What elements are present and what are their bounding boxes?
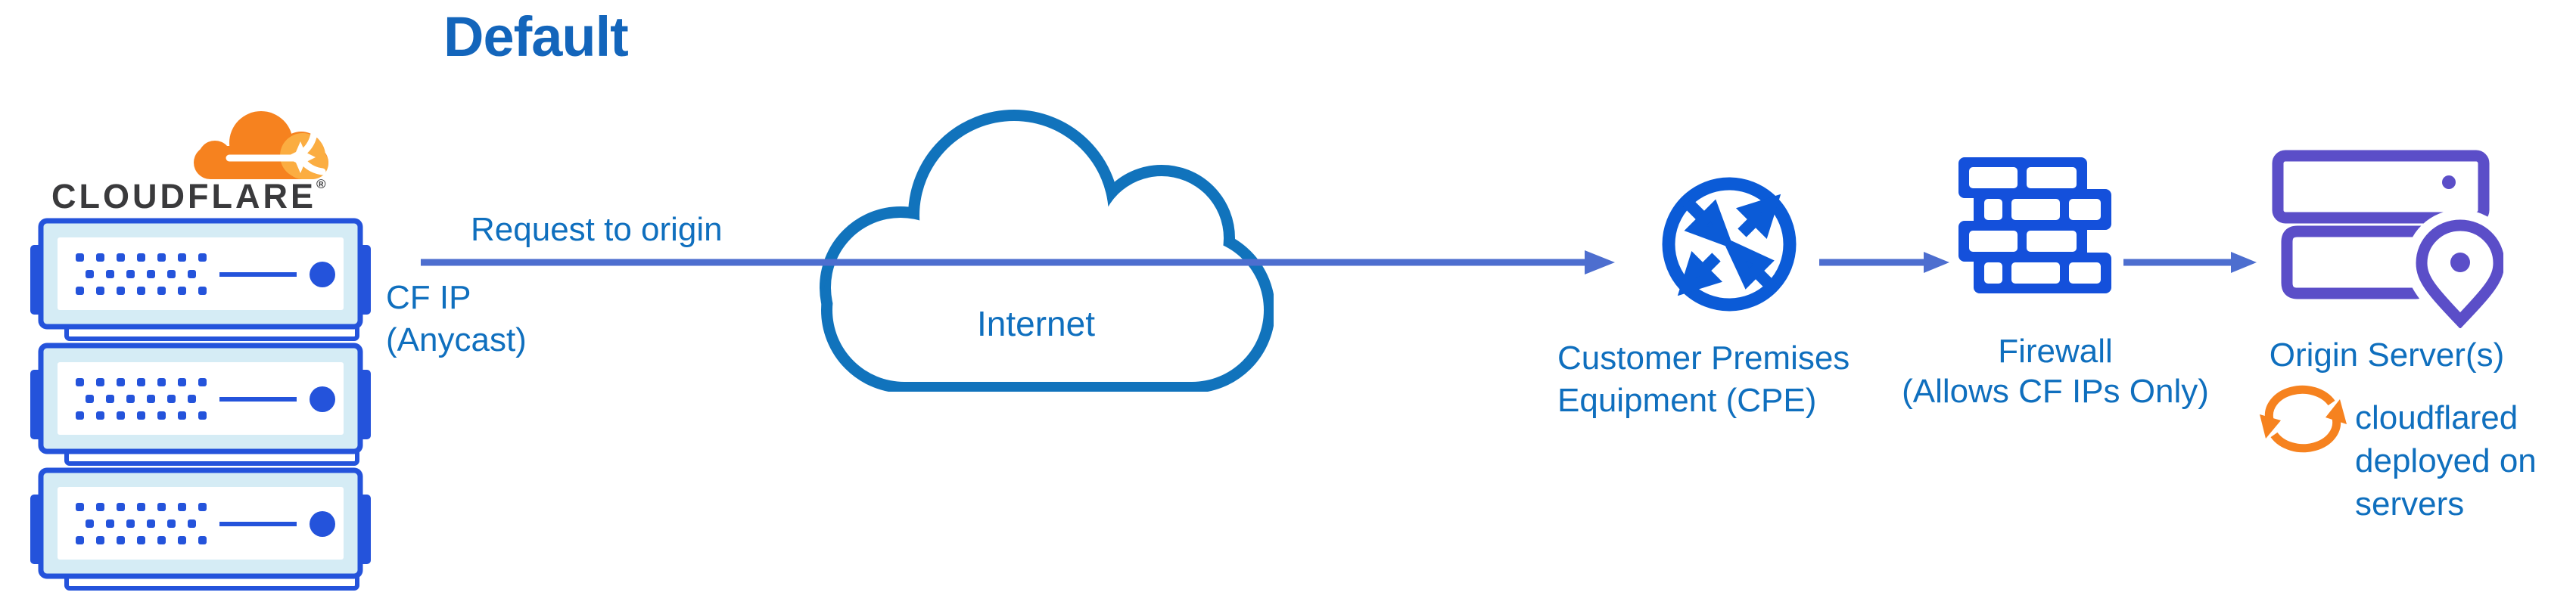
cpe-to-firewall-arrow-icon [1819, 252, 1949, 273]
request-to-origin-label: Request to origin [471, 209, 723, 251]
registered-mark: ® [316, 177, 326, 191]
request-arrow-icon [421, 250, 1615, 274]
firewall-to-origin-arrow-icon [2123, 252, 2257, 273]
firewall-label: Firewall (Allows CF IPs Only) [1902, 331, 2209, 411]
edge-server-icon [30, 218, 371, 345]
cloudflared-sync-icon [2260, 385, 2347, 453]
cloudflare-cloud-icon [194, 111, 328, 179]
cloudflared-label-line3: servers [2355, 485, 2465, 523]
cf-ip-anycast-label: CF IP (Anycast) [386, 277, 527, 361]
firewall-label-line2: (Allows CF IPs Only) [1902, 373, 2209, 410]
request-to-origin-text: Request to origin [471, 211, 723, 248]
edge-server-icon [30, 343, 371, 470]
anycast-text: (Anycast) [386, 321, 527, 358]
cpe-label-line1: Customer Premises [1557, 340, 1850, 377]
firewall-label-line1: Firewall [1998, 333, 2113, 370]
cpe-label: Customer Premises Equipment (CPE) [1557, 337, 1850, 422]
internet-label-text: Internet [977, 304, 1095, 343]
cf-ip-text: CF IP [386, 279, 471, 316]
internet-label: Internet [977, 302, 1095, 345]
diagram-title: Default [443, 5, 629, 68]
firewall-icon [1958, 157, 2111, 293]
cpe-label-line2: Equipment (CPE) [1557, 382, 1817, 419]
origin-servers-label: Origin Server(s) [2270, 334, 2505, 377]
edge-server-icon [30, 467, 371, 594]
internet-cloud-icon [820, 110, 1274, 392]
origin-servers-label-text: Origin Server(s) [2269, 336, 2505, 374]
cloudflared-label-line1: cloudflared [2355, 399, 2518, 436]
cloudflare-wordmark-text: CLOUDFLARE [51, 177, 316, 216]
cpe-icon [1662, 177, 1797, 312]
cloudflare-wordmark: CLOUDFLARE® [51, 177, 326, 216]
cloudflared-label: cloudflared deployed on servers [2355, 396, 2537, 526]
origin-servers-icon [2272, 150, 2503, 328]
cloudflared-label-line2: deployed on [2355, 442, 2537, 479]
